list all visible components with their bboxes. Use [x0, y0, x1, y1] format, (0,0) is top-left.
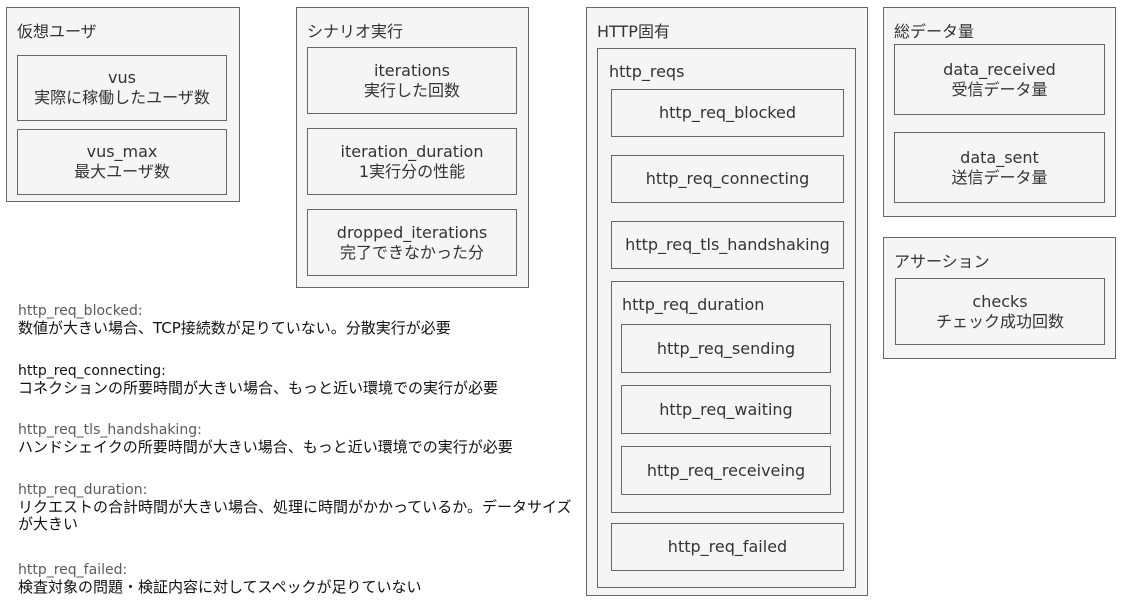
- vus-max-name: vus_max: [86, 142, 158, 161]
- data-volume-group: 総データ量 data_received 受信データ量 data_sent 送信デ…: [883, 7, 1116, 217]
- iteration-duration-desc: 1実行分の性能: [358, 161, 466, 181]
- iteration-duration-box: iteration_duration 1実行分の性能: [307, 128, 517, 195]
- http-req-blocked-box: http_req_blocked: [611, 89, 844, 137]
- dropped-iterations-name: dropped_iterations: [336, 222, 488, 242]
- dropped-iterations-box: dropped_iterations 完了できなかった分: [307, 209, 517, 276]
- note-blocked: http_req_blocked: 数値が大きい場合、TCP接続数が足りていない…: [18, 303, 578, 337]
- vus-max-desc: 最大ユーザ数: [74, 162, 170, 181]
- http-title: HTTP固有: [597, 22, 670, 41]
- http-group: HTTP固有 http_reqs http_req_blocked http_r…: [586, 7, 868, 596]
- note-key: http_req_duration:: [18, 482, 148, 498]
- http-req-waiting-box: http_req_waiting: [621, 385, 831, 434]
- assertion-title: アサーション: [894, 252, 990, 271]
- http-reqs-group: http_reqs http_req_blocked http_req_conn…: [597, 48, 856, 588]
- http-req-receiving-label: http_req_receiveing: [646, 460, 806, 480]
- http-req-failed-box: http_req_failed: [611, 523, 844, 571]
- data-sent-desc: 送信データ量: [951, 167, 1048, 187]
- http-req-duration-group: http_req_duration http_req_sending http_…: [611, 281, 844, 513]
- http-req-sending-label: http_req_sending: [656, 338, 796, 358]
- vus-max-box: vus_max 最大ユーザ数: [17, 129, 227, 195]
- note-key: http_req_failed:: [18, 562, 128, 578]
- http-req-receiving-box: http_req_receiveing: [621, 446, 831, 495]
- iterations-name: iterations: [374, 60, 450, 80]
- http-req-duration-title: http_req_duration: [622, 295, 765, 314]
- note-key: http_req_blocked:: [18, 303, 143, 319]
- note-text: 数値が大きい場合、TCP接続数が足りていない。分散実行が必要: [18, 319, 451, 337]
- http-req-sending-box: http_req_sending: [621, 324, 831, 373]
- http-req-waiting-label: http_req_waiting: [659, 399, 793, 419]
- http-req-connecting-label: http_req_connecting: [645, 169, 810, 188]
- iterations-desc: 実行した回数: [363, 80, 460, 100]
- http-req-failed-label: http_req_failed: [667, 537, 788, 556]
- note-text: ハンドシェイクの所要時間が大きい場合、もっと近い環境での実行が必要: [18, 438, 513, 456]
- data-received-box: data_received 受信データ量: [894, 44, 1105, 115]
- http-req-connecting-box: http_req_connecting: [611, 155, 844, 203]
- data-sent-name: data_sent: [960, 147, 1039, 167]
- data-volume-title: 総データ量: [894, 22, 975, 41]
- checks-box: checks チェック成功回数: [895, 278, 1105, 345]
- scenario-title: シナリオ実行: [307, 22, 404, 41]
- data-received-name: data_received: [943, 59, 1056, 79]
- iterations-box: iterations 実行した回数: [307, 47, 517, 114]
- iteration-duration-name: iteration_duration: [340, 141, 484, 161]
- note-duration: http_req_duration: リクエストの合計時間が大きい場合、処理に時…: [18, 482, 573, 533]
- data-received-desc: 受信データ量: [951, 79, 1048, 99]
- vus-box: vus 実際に稼働したユーザ数: [17, 55, 227, 121]
- note-text: コネクションの所要時間が大きい場合、もっと近い環境での実行が必要: [18, 379, 499, 397]
- checks-name: checks: [972, 291, 1028, 311]
- vus-desc: 実際に稼働したユーザ数: [34, 88, 210, 107]
- note-key: http_req_tls_handshaking:: [18, 422, 202, 438]
- http-reqs-title: http_reqs: [609, 62, 685, 81]
- virtual-users-title: 仮想ユーザ: [17, 22, 97, 41]
- virtual-users-group: 仮想ユーザ vus 実際に稼働したユーザ数 vus_max 最大ユーザ数: [6, 7, 240, 202]
- note-text: 検査対象の問題・検証内容に対してスペックが足りていない: [18, 578, 422, 596]
- note-key: http_req_connecting:: [18, 363, 166, 379]
- note-failed: http_req_failed: 検査対象の問題・検証内容に対してスペックが足り…: [18, 562, 578, 596]
- vus-name: vus: [108, 68, 136, 87]
- assertion-group: アサーション checks チェック成功回数: [883, 237, 1116, 359]
- http-req-tls-handshaking-box: http_req_tls_handshaking: [611, 221, 844, 269]
- note-connecting: http_req_connecting: コネクションの所要時間が大きい場合、も…: [18, 363, 578, 397]
- data-sent-box: data_sent 送信データ量: [894, 132, 1105, 203]
- note-tls-handshaking: http_req_tls_handshaking: ハンドシェイクの所要時間が大…: [18, 422, 578, 456]
- note-text: リクエストの合計時間が大きい場合、処理に時間がかかっているか。データサイズが大き…: [18, 498, 572, 533]
- http-req-tls-handshaking-label: http_req_tls_handshaking: [625, 235, 830, 254]
- http-req-blocked-label: http_req_blocked: [659, 103, 796, 122]
- checks-desc: チェック成功回数: [935, 311, 1064, 331]
- scenario-group: シナリオ実行 iterations 実行した回数 iteration_durat…: [296, 7, 529, 288]
- dropped-iterations-desc: 完了できなかった分: [339, 242, 484, 262]
